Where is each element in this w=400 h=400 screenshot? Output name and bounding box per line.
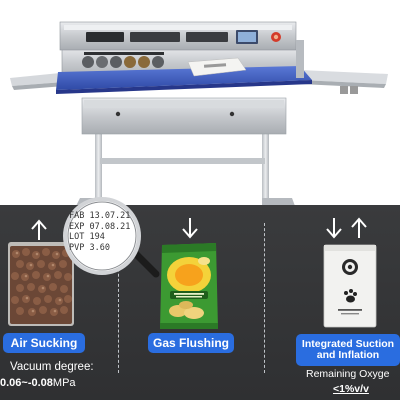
- arrow-up-icon: [31, 219, 47, 240]
- stamp-line: EXP 07.08.21: [69, 221, 131, 232]
- vacuum-degree-value: 0.06~-0.08MPa: [0, 377, 76, 389]
- feature-label-gas-flushing: Gas Flushing: [148, 333, 234, 353]
- chips-bag-image: [160, 243, 218, 329]
- coding-wheels: [82, 52, 164, 68]
- vacuum-degree-unit: MPa: [52, 377, 76, 389]
- feature-label-integrated-suction: Integrated Suction and Inflation: [296, 334, 400, 366]
- feature-label-line: Integrated Suction: [301, 337, 395, 350]
- column-divider: [118, 223, 119, 373]
- remaining-oxygen-label: Remaining Oxyge: [306, 368, 390, 380]
- stamp-line: LOT 194: [69, 232, 105, 242]
- stamp-line: FAB 13.07.21: [69, 211, 131, 221]
- stamp-line: PVP 3.60: [69, 242, 110, 253]
- magnifier-icon: [63, 197, 160, 278]
- arrow-down-icon: [326, 218, 342, 239]
- column-divider: [264, 223, 265, 373]
- arrow-down-icon: [182, 218, 198, 239]
- feature-label-line: and Inflation: [316, 349, 380, 361]
- stamp-text: FAB 13.07.21 EXP 07.08.21 LOT 194 PVP 3.…: [69, 211, 139, 253]
- vacuum-degree-label: Vacuum degree:: [10, 361, 94, 373]
- vacuum-degree-number: 0.06~-0.08: [0, 377, 53, 389]
- feature-label-air-sucking: Air Sucking: [3, 333, 85, 353]
- arrow-up-icon: [351, 217, 367, 238]
- remaining-oxygen-value: <1%v/v: [333, 383, 369, 395]
- product-photo-area: [10, 21, 388, 232]
- band-sealer-machine: [10, 21, 388, 232]
- coffee-bag-image: [323, 244, 377, 328]
- vacuum-bag-image: [8, 242, 74, 326]
